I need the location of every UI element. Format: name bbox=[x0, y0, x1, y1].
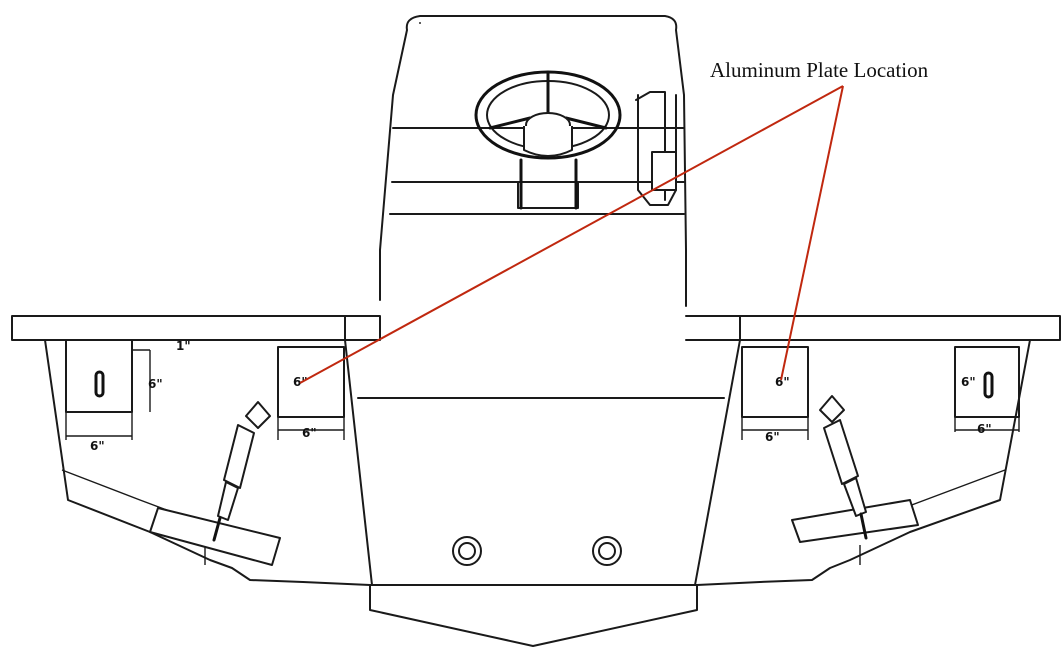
plate-right-outer-height: 6" bbox=[961, 375, 976, 389]
plate-left-outer-height: 6" bbox=[148, 377, 163, 391]
leader-line-left bbox=[299, 85, 844, 384]
drain-fitting-left-icon bbox=[452, 536, 482, 566]
steering-wheel-icon bbox=[474, 70, 622, 210]
drain-fitting-right-icon bbox=[592, 536, 622, 566]
callout-label: Aluminum Plate Location bbox=[710, 58, 929, 82]
plate-right-outer-width: 6" bbox=[977, 422, 992, 436]
console bbox=[379, 15, 687, 307]
plate-left-inner bbox=[277, 346, 345, 440]
thickness-label: 1" bbox=[176, 339, 191, 353]
plate-right-inner-height: 6" bbox=[775, 375, 790, 389]
plate-left-outer-width: 6" bbox=[90, 439, 105, 453]
trim-actuator-right bbox=[791, 395, 919, 543]
plate-left-inner-width: 6" bbox=[302, 426, 317, 440]
hull bbox=[44, 339, 1031, 647]
leader-line-right bbox=[780, 85, 844, 381]
deck-rail bbox=[11, 315, 1061, 341]
plate-right-outer bbox=[954, 346, 1020, 432]
plate-right-inner-width: 6" bbox=[765, 430, 780, 444]
plate-right-inner bbox=[741, 346, 809, 440]
callout-leaders bbox=[299, 85, 844, 384]
plate-left-outer bbox=[65, 339, 151, 440]
trim-actuator-left bbox=[149, 401, 281, 566]
